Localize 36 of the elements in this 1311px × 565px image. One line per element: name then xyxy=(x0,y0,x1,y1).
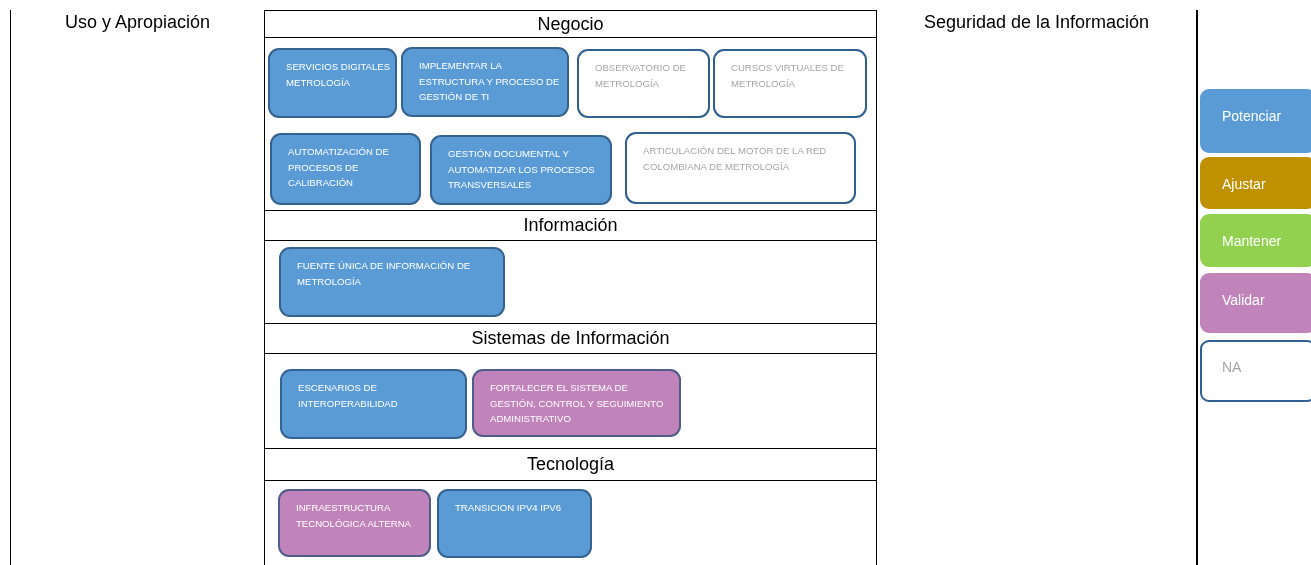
rounded-box xyxy=(278,489,431,557)
legend-label: Validar xyxy=(1222,292,1265,308)
rounded-box xyxy=(270,133,421,205)
rounded-box xyxy=(472,369,681,437)
rounded-box xyxy=(625,132,856,204)
box-text: FORTALECER EL SISTEMA DE GESTIÓN, CONTROL Y SEGUIMIENTO ADMINISTRATIVO xyxy=(490,381,665,426)
rounded-box xyxy=(401,47,569,117)
box-text: ESCENARIOS DE INTEROPERABILIDAD xyxy=(298,381,399,411)
section-heading: Tecnología xyxy=(526,454,615,475)
box-text: ARTICULACIÓN DEL MOTOR DE LA RED COLOMBIANA DE METROLOGÍA xyxy=(643,144,828,174)
section-heading: Información xyxy=(523,215,618,236)
section-heading: Negocio xyxy=(537,13,604,35)
box-text: FUENTE ÚNICA DE INFORMACIÓN DE METROLOGÍA xyxy=(297,259,472,289)
box-text: IMPLEMENTAR LA ESTRUCTURA Y PROCESO DE GESTIÓN DE TI xyxy=(419,59,561,104)
rounded-box xyxy=(268,48,397,118)
legend-label: Potenciar xyxy=(1222,108,1282,124)
rounded-box xyxy=(437,489,592,558)
legend-label: Mantener xyxy=(1222,233,1282,249)
box-text: AUTOMATIZACIÓN DE PROCESOS DE CALIBRACIÓN xyxy=(288,145,390,190)
box-text: OBSERVATORIO DE METROLOGÍA xyxy=(595,61,687,91)
box-text: TRANSICION IPV4 IPV6 xyxy=(455,501,563,515)
rounded-box xyxy=(713,49,867,118)
box-text: CURSOS VIRTUALES DE METROLOGÍA xyxy=(731,61,845,91)
box-text: GESTIÓN DOCUMENTAL Y AUTOMATIZAR LOS PROCESOS TRANSVERSALES xyxy=(448,147,596,192)
box-text: INFRAESTRUCTURA TECNOLÓGICA ALTERNA xyxy=(296,501,412,531)
column-heading: Uso y Apropiación xyxy=(63,12,212,33)
rounded-box xyxy=(280,369,467,439)
rounded-box xyxy=(430,135,612,205)
column-box xyxy=(876,10,1198,565)
legend-label: NA xyxy=(1222,359,1242,375)
legend-label: Ajustar xyxy=(1222,176,1266,192)
column-heading: Seguridad de la Información xyxy=(922,12,1151,33)
rounded-box xyxy=(279,247,505,317)
box-text: SERVICIOS DIGITALES METROLOGÍA xyxy=(286,60,391,90)
section-heading: Sistemas de Información xyxy=(471,328,670,349)
rounded-box xyxy=(577,49,710,118)
